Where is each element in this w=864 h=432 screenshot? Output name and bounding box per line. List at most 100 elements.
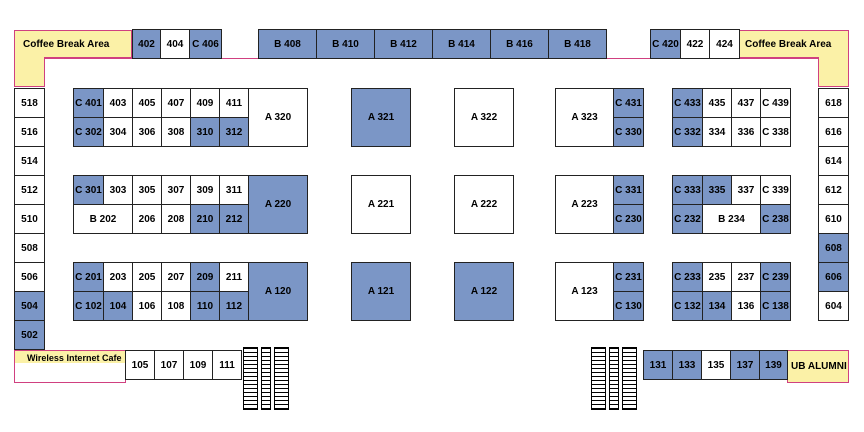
- booth-424[interactable]: 424: [709, 29, 740, 59]
- booth-306[interactable]: 306: [132, 117, 162, 147]
- booth-608[interactable]: 608: [818, 233, 849, 263]
- booth-208[interactable]: 208: [161, 204, 191, 234]
- booth-233[interactable]: C 233: [672, 262, 703, 292]
- booth-333[interactable]: C 333: [672, 175, 703, 205]
- booth-111[interactable]: 111: [212, 350, 242, 380]
- booth-223[interactable]: A 223: [555, 175, 614, 234]
- booth-121[interactable]: A 121: [351, 262, 411, 321]
- booth-308[interactable]: 308: [161, 117, 191, 147]
- booth-407[interactable]: 407: [161, 88, 191, 118]
- booth-222[interactable]: A 222: [454, 175, 514, 234]
- booth-330[interactable]: C 330: [613, 117, 644, 147]
- booth-138[interactable]: C 138: [760, 291, 791, 321]
- booth-616[interactable]: 616: [818, 117, 849, 147]
- booth-137[interactable]: 137: [730, 350, 760, 380]
- booth-211[interactable]: 211: [219, 262, 249, 292]
- booth-402[interactable]: 402: [132, 29, 161, 59]
- booth-237[interactable]: 237: [731, 262, 761, 292]
- booth-435[interactable]: 435: [702, 88, 732, 118]
- booth-209[interactable]: 209: [190, 262, 220, 292]
- booth-105[interactable]: 105: [125, 350, 155, 380]
- booth-403[interactable]: 403: [103, 88, 133, 118]
- booth-131[interactable]: 131: [643, 350, 673, 380]
- booth-230[interactable]: C 230: [613, 204, 644, 234]
- booth-206[interactable]: 206: [132, 204, 162, 234]
- booth-411[interactable]: 411: [219, 88, 249, 118]
- booth-508[interactable]: 508: [14, 233, 45, 263]
- booth-301[interactable]: C 301: [73, 175, 104, 205]
- booth-102[interactable]: C 102: [73, 291, 104, 321]
- booth-518[interactable]: 518: [14, 88, 45, 118]
- booth-406[interactable]: C 406: [189, 29, 222, 59]
- booth-108[interactable]: 108: [161, 291, 191, 321]
- booth-139[interactable]: 139: [759, 350, 788, 380]
- booth-410[interactable]: B 410: [316, 29, 375, 59]
- booth-337[interactable]: 337: [731, 175, 761, 205]
- booth-207[interactable]: 207: [161, 262, 191, 292]
- booth-312[interactable]: 312: [219, 117, 249, 147]
- booth-239[interactable]: C 239: [760, 262, 791, 292]
- booth-210[interactable]: 210: [190, 204, 220, 234]
- booth-610[interactable]: 610: [818, 204, 849, 234]
- booth-502[interactable]: 502: [14, 320, 45, 350]
- booth-416[interactable]: B 416: [490, 29, 549, 59]
- booth-106[interactable]: 106: [132, 291, 162, 321]
- booth-506[interactable]: 506: [14, 262, 45, 292]
- booth-133[interactable]: 133: [672, 350, 702, 380]
- booth-120[interactable]: A 120: [248, 262, 308, 321]
- booth-232[interactable]: C 232: [672, 204, 703, 234]
- booth-212[interactable]: 212: [219, 204, 249, 234]
- booth-321[interactable]: A 321: [351, 88, 411, 147]
- booth-220[interactable]: A 220: [248, 175, 308, 234]
- booth-231[interactable]: C 231: [613, 262, 644, 292]
- booth-604[interactable]: 604: [818, 291, 849, 321]
- booth-504[interactable]: 504: [14, 291, 45, 321]
- booth-339[interactable]: C 339: [760, 175, 791, 205]
- booth-433[interactable]: C 433: [672, 88, 703, 118]
- booth-234[interactable]: B 234: [702, 204, 761, 234]
- booth-612[interactable]: 612: [818, 175, 849, 205]
- booth-338[interactable]: C 338: [760, 117, 791, 147]
- booth-104[interactable]: 104: [103, 291, 133, 321]
- booth-320[interactable]: A 320: [248, 88, 308, 147]
- booth-123[interactable]: A 123: [555, 262, 614, 321]
- booth-437[interactable]: 437: [731, 88, 761, 118]
- booth-110[interactable]: 110: [190, 291, 220, 321]
- booth-130[interactable]: C 130: [613, 291, 644, 321]
- booth-303[interactable]: 303: [103, 175, 133, 205]
- booth-439[interactable]: C 439: [760, 88, 791, 118]
- booth-335[interactable]: 335: [702, 175, 732, 205]
- booth-201[interactable]: C 201: [73, 262, 104, 292]
- booth-512[interactable]: 512: [14, 175, 45, 205]
- booth-109[interactable]: 109: [183, 350, 213, 380]
- booth-202[interactable]: B 202: [73, 204, 133, 234]
- booth-420[interactable]: C 420: [650, 29, 681, 59]
- booth-221[interactable]: A 221: [351, 175, 411, 234]
- booth-302[interactable]: C 302: [73, 117, 104, 147]
- booth-606[interactable]: 606: [818, 262, 849, 292]
- booth-405[interactable]: 405: [132, 88, 162, 118]
- booth-331[interactable]: C 331: [613, 175, 644, 205]
- booth-614[interactable]: 614: [818, 146, 849, 176]
- booth-409[interactable]: 409: [190, 88, 220, 118]
- booth-309[interactable]: 309: [190, 175, 220, 205]
- booth-431[interactable]: C 431: [613, 88, 644, 118]
- booth-107[interactable]: 107: [154, 350, 184, 380]
- booth-304[interactable]: 304: [103, 117, 133, 147]
- booth-336[interactable]: 336: [731, 117, 761, 147]
- booth-322[interactable]: A 322: [454, 88, 514, 147]
- booth-311[interactable]: 311: [219, 175, 249, 205]
- booth-510[interactable]: 510: [14, 204, 45, 234]
- booth-412[interactable]: B 412: [374, 29, 433, 59]
- booth-112[interactable]: 112: [219, 291, 249, 321]
- booth-235[interactable]: 235: [702, 262, 732, 292]
- booth-422[interactable]: 422: [680, 29, 710, 59]
- booth-618[interactable]: 618: [818, 88, 849, 118]
- booth-136[interactable]: 136: [731, 291, 761, 321]
- booth-516[interactable]: 516: [14, 117, 45, 147]
- booth-135[interactable]: 135: [701, 350, 731, 380]
- booth-307[interactable]: 307: [161, 175, 191, 205]
- booth-305[interactable]: 305: [132, 175, 162, 205]
- booth-404[interactable]: 404: [160, 29, 190, 59]
- booth-332[interactable]: C 332: [672, 117, 703, 147]
